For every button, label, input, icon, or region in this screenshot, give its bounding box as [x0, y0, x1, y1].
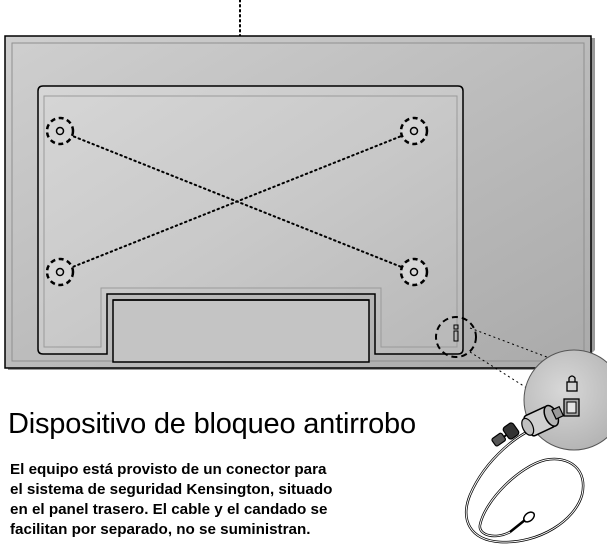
description-text: El equipo está provisto de un conector p…	[10, 460, 440, 546]
description-line: en el panel trasero. El cable y el canda…	[10, 501, 328, 518]
description-line: facilitan por separado, no se suministra…	[10, 521, 311, 538]
stand-neck	[112, 299, 370, 363]
zoom-connector-lines	[469, 327, 561, 391]
mount-hole-icon	[399, 257, 429, 287]
mount-hole-icon	[399, 116, 429, 146]
lock-key	[491, 422, 520, 447]
kensington-slot-highlight	[435, 316, 477, 358]
description-line: el sistema de seguridad Kensington, situ…	[10, 481, 333, 498]
mount-hole-icon	[45, 257, 75, 287]
kensington-slot-icon	[563, 398, 580, 417]
padlock-icon	[566, 375, 578, 392]
cable-lock-icon	[465, 404, 585, 544]
diagonal-guide-2	[59, 130, 415, 273]
mount-hole-icon	[45, 116, 75, 146]
section-title: Dispositivo de bloqueo antirrobo	[8, 408, 416, 440]
inner-recess	[37, 85, 464, 363]
description-line: El equipo está provisto de un conector p…	[10, 461, 327, 478]
